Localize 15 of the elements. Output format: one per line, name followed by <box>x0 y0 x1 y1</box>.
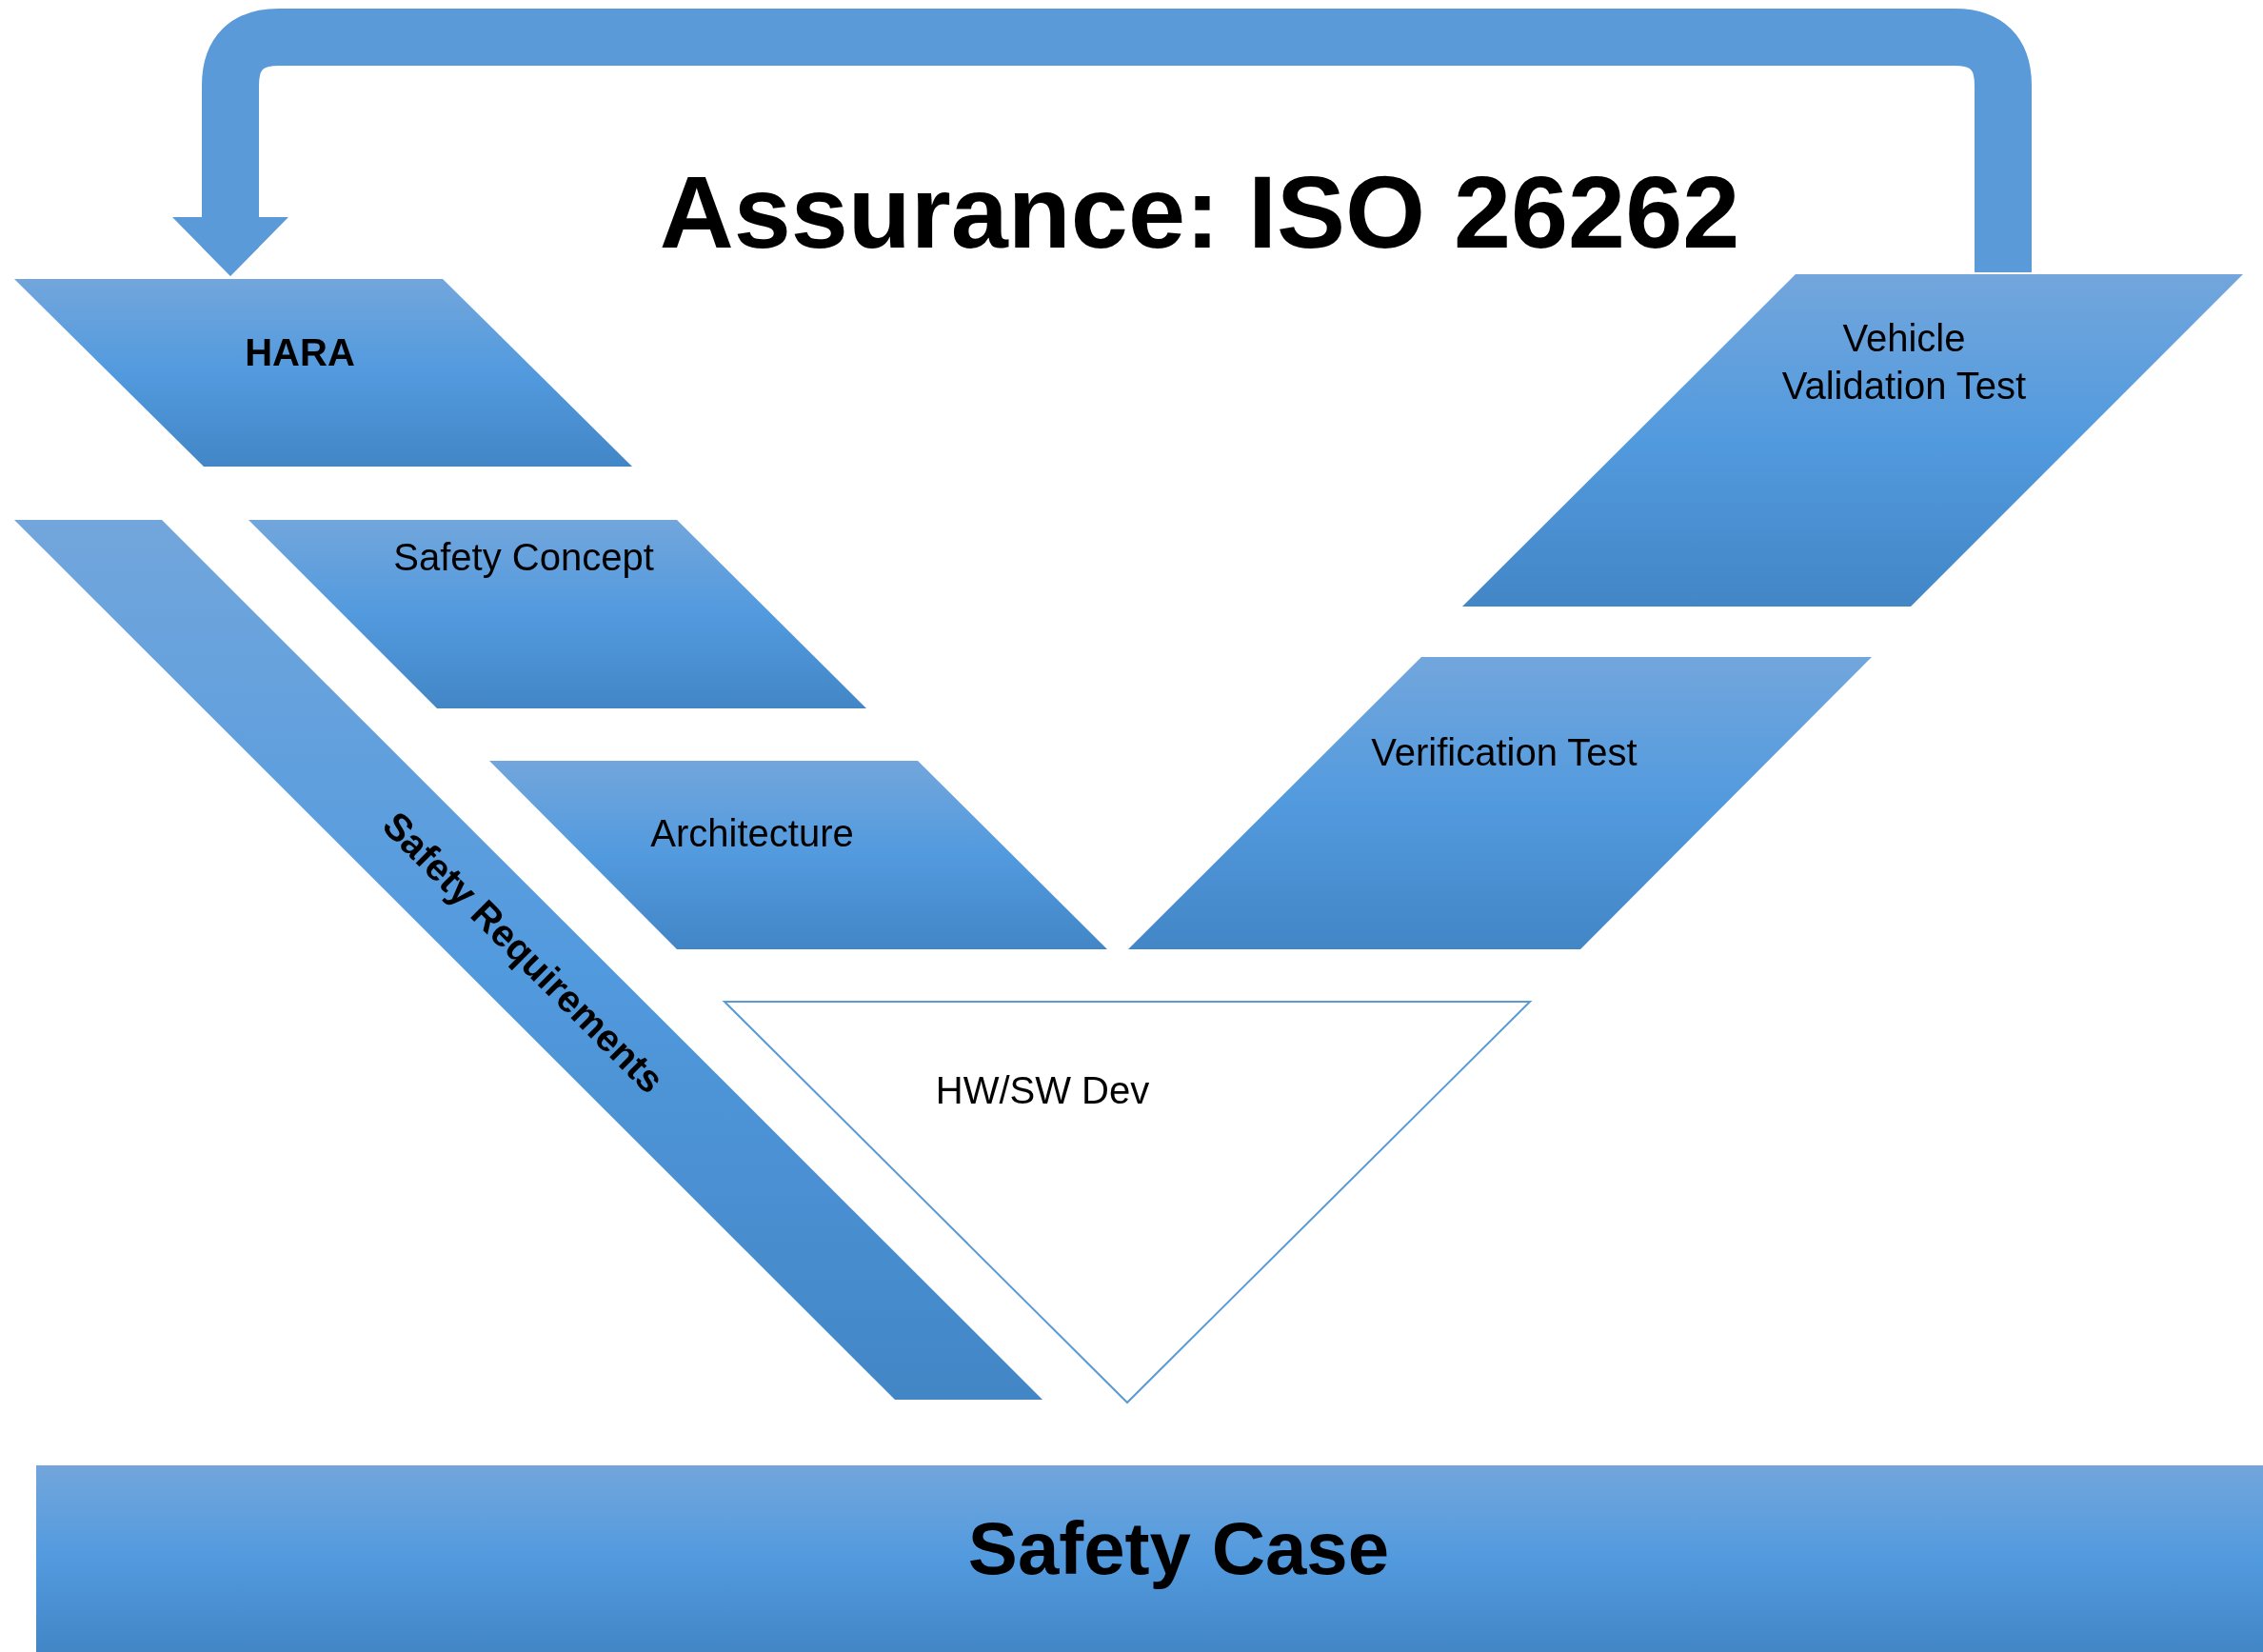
process-parallelogram <box>14 279 633 467</box>
step-label: HW/SW Dev <box>934 1068 1151 1113</box>
banner-bar <box>36 1465 2263 1652</box>
process-parallelogram <box>248 520 867 708</box>
process-triangle <box>725 1002 1530 1403</box>
diagram-title: Assurance: ISO 26262 <box>658 153 1741 271</box>
process-parallelogram <box>1462 274 2243 607</box>
step-label: Vehicle Validation Test <box>1780 316 2028 408</box>
feedback-arrow <box>171 9 2032 276</box>
step-label: Architecture <box>649 811 855 856</box>
step-label: Safety Concept <box>392 535 655 580</box>
banner-label: Safety Case <box>966 1505 1391 1592</box>
process-parallelogram <box>1128 657 1872 949</box>
step-label: HARA <box>244 330 356 375</box>
step-label: Verification Test <box>1371 730 1638 775</box>
